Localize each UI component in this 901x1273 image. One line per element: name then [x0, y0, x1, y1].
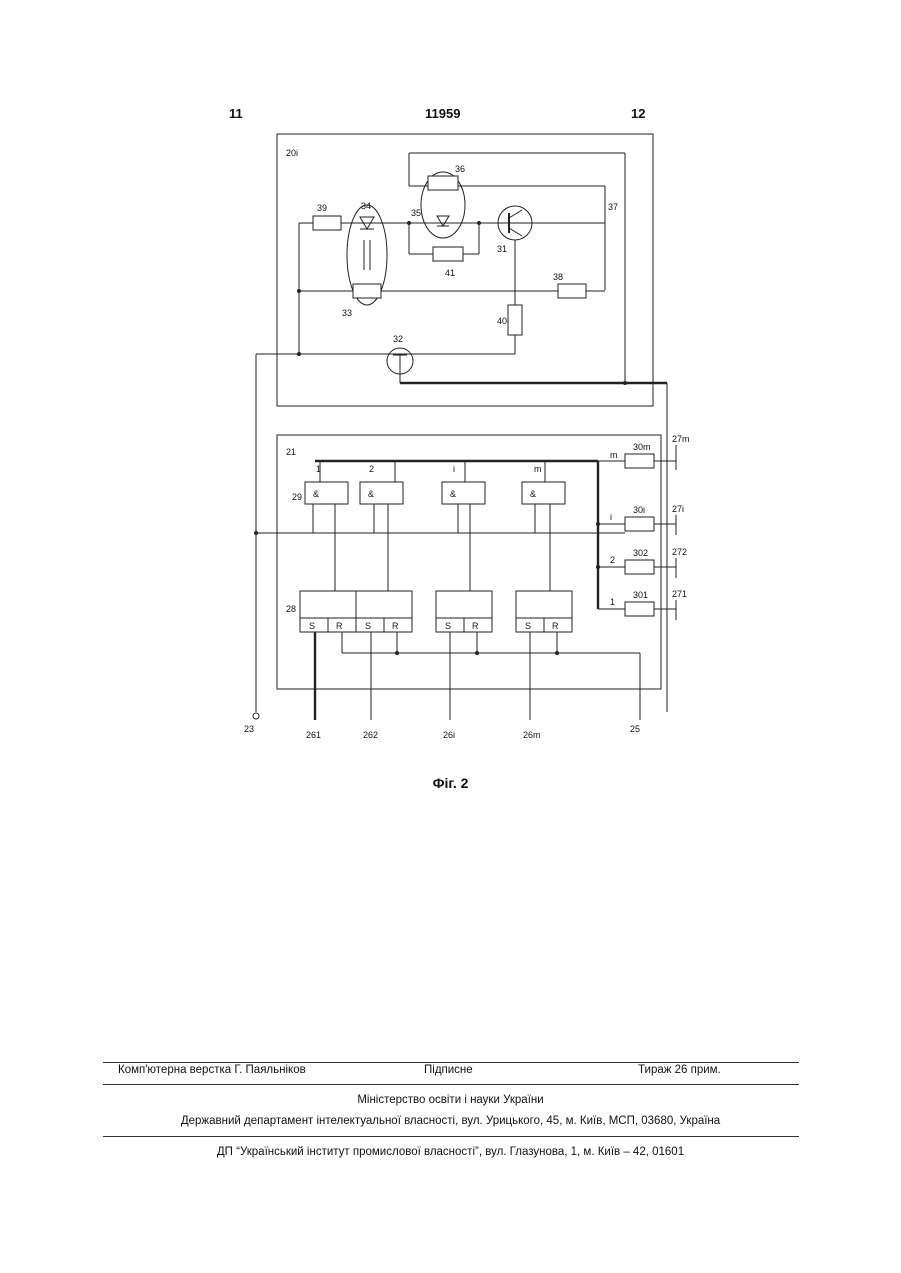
label-27m: 27m	[672, 434, 690, 444]
label-38: 38	[553, 272, 563, 282]
figure-caption: Фіг. 2	[0, 775, 901, 791]
gate-symbol-1: &	[313, 489, 319, 499]
label-bottom-block: 21	[286, 447, 296, 457]
label-36: 36	[455, 164, 465, 174]
label-26m: 26m	[523, 730, 541, 740]
resistor-39	[313, 216, 341, 230]
resistor-38	[558, 284, 586, 298]
label-31: 31	[497, 244, 507, 254]
bus-label-1: 1	[316, 464, 321, 474]
label-35: 35	[411, 208, 421, 218]
sr-label-s1: S	[309, 621, 315, 631]
sr-label-ri: R	[472, 621, 479, 631]
label-40: 40	[497, 316, 507, 326]
label-261: 261	[306, 730, 321, 740]
label-37: 37	[608, 202, 618, 212]
label-27i: 27i	[672, 504, 684, 514]
gate-symbol-2: &	[368, 489, 374, 499]
bus-label-m-right: m	[610, 450, 618, 460]
and-gate-i	[442, 482, 485, 504]
circuit-diagram: 20i 21 28 29 31 32 33 34 35 36 37 38 39 …	[0, 0, 901, 800]
bus-label-2-right: 2	[610, 555, 615, 565]
bus-label-m: m	[534, 464, 542, 474]
label-32: 32	[393, 334, 403, 344]
sr-label-s2: S	[365, 621, 371, 631]
footer-layout: Комп'ютерна верстка Г. Паяльніков	[118, 1064, 306, 1076]
label-271: 271	[672, 589, 687, 599]
label-register: 28	[286, 604, 296, 614]
footer-rule-bottom	[103, 1136, 799, 1137]
bus-label-1-right: 1	[610, 597, 615, 607]
resistor-40	[508, 305, 522, 335]
resistor-30i	[625, 517, 654, 531]
footer-ministry: Міністерство освіти і науки України	[0, 1094, 901, 1106]
label-26i: 26i	[443, 730, 455, 740]
bus-label-2: 2	[369, 464, 374, 474]
label-30m: 30m	[633, 442, 651, 452]
gate-symbol-i: &	[450, 489, 456, 499]
resistor-301	[625, 602, 654, 616]
label-34: 34	[361, 201, 371, 211]
label-302: 302	[633, 548, 648, 558]
label-272: 272	[672, 547, 687, 557]
sr-label-rm: R	[552, 621, 559, 631]
and-gate-1	[305, 482, 348, 504]
sr-label-r1: R	[336, 621, 343, 631]
label-262: 262	[363, 730, 378, 740]
resistor-30m	[625, 454, 654, 468]
footer-department: Державний департамент інтелектуальної вл…	[0, 1115, 901, 1127]
and-gate-2	[360, 482, 403, 504]
label-23: 23	[244, 724, 254, 734]
footer-institute: ДП “Український інститут промислової вла…	[0, 1146, 901, 1158]
label-41: 41	[445, 268, 455, 278]
label-39: 39	[317, 203, 327, 213]
bus-label-i-right: i	[610, 512, 612, 522]
gate-symbol-m: &	[530, 489, 536, 499]
label-top-block: 20i	[286, 148, 298, 158]
sr-label-r2: R	[392, 621, 399, 631]
footer-circulation: Тираж 26 прим.	[638, 1064, 721, 1076]
label-25: 25	[630, 724, 640, 734]
sr-label-sm: S	[525, 621, 531, 631]
resistor-41	[433, 247, 463, 261]
footer-rule-mid	[103, 1084, 799, 1085]
sr-label-si: S	[445, 621, 451, 631]
top-block-frame	[277, 134, 653, 406]
label-301: 301	[633, 590, 648, 600]
label-gate-row: 29	[292, 492, 302, 502]
label-30i: 30i	[633, 505, 645, 515]
label-33: 33	[342, 308, 352, 318]
bus-label-i: i	[453, 464, 455, 474]
footer-rule-top	[103, 1062, 799, 1063]
footer-signed: Підписне	[424, 1064, 473, 1076]
and-gate-m	[522, 482, 565, 504]
resistor-302	[625, 560, 654, 574]
